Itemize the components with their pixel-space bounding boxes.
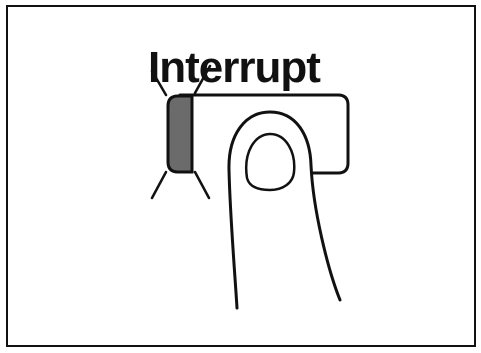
pressing-finger-icon: [229, 112, 340, 308]
indicator-lamp-icon: [168, 96, 192, 172]
interrupt-key-label: Interrupt: [148, 43, 321, 92]
